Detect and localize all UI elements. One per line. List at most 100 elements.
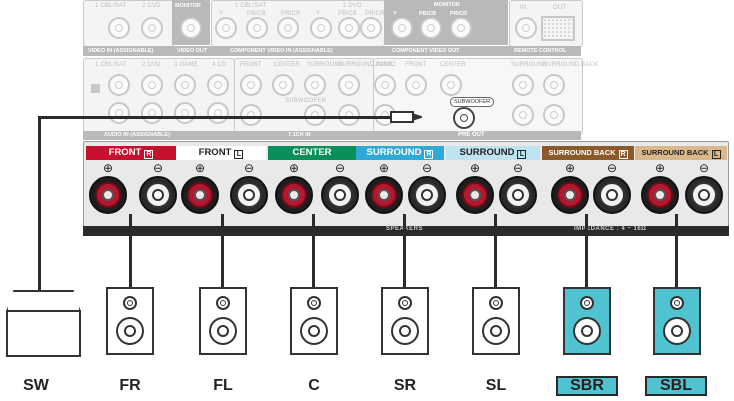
- component-sub-5: PB/CB: [338, 11, 358, 17]
- ch71-jack-7: [338, 104, 360, 126]
- ch71-jack-3: [304, 74, 326, 96]
- channel-box-r: R: [424, 150, 434, 159]
- minus-icon: ⊖: [334, 161, 346, 175]
- terminal-front-l-minus: [230, 176, 268, 214]
- channel-label-center: CENTER: [268, 146, 356, 160]
- video-in-jack-1: [108, 17, 130, 39]
- audio-in-box: [83, 58, 235, 135]
- video-in-label-1: 1 CBL/SAT: [95, 3, 127, 9]
- channel-box-l: L: [234, 150, 244, 159]
- audio-jack-4: [207, 74, 229, 96]
- wire-c: [312, 214, 315, 288]
- component-jack-6: [360, 17, 382, 39]
- ch71-jack-4: [338, 74, 360, 96]
- terminal-front-l-plus: [181, 176, 219, 214]
- monitor-jack-3: [450, 17, 472, 39]
- terminal-bar-footer: [83, 226, 729, 236]
- component-sub-6: PR/CR: [365, 11, 385, 17]
- monitor-sub-1: Y: [393, 11, 397, 17]
- component-sub-2: PB/CB: [247, 11, 267, 17]
- ch71-jack-2: [272, 74, 294, 96]
- minus-icon: ⊖: [606, 161, 618, 175]
- channel-box-l: L: [711, 150, 721, 159]
- channel-name: SURROUND BACK: [548, 148, 616, 157]
- audio-in-assign-label: AUDIO IN (ASSIGNABLE): [104, 132, 170, 138]
- channel-box-r: R: [144, 150, 154, 159]
- terminal-surround-l-plus: [456, 176, 494, 214]
- terminal-surround-r-minus: [408, 176, 446, 214]
- rear-label-bar: [83, 46, 581, 56]
- sub-cable-vertical: [38, 116, 41, 292]
- preout-jack-2: [440, 74, 462, 96]
- channel-name: CENTER: [292, 147, 332, 158]
- monitor-jack-2: [420, 17, 442, 39]
- component-jack-2: [246, 17, 268, 39]
- audio-in-label-4: 4 CD: [212, 62, 227, 68]
- remote-out-label: OUT: [553, 5, 567, 11]
- monitor-jack-1: [391, 17, 413, 39]
- plus-icon: ⊕: [654, 161, 666, 175]
- channel-name: FRONT: [198, 147, 232, 158]
- speaker-sl-icon: [472, 287, 520, 355]
- remote-in-jack: [515, 17, 537, 39]
- terminal-center-plus: [275, 176, 313, 214]
- plus-icon: ⊕: [102, 161, 114, 175]
- ch71-label-4: SURROUND BACK: [338, 62, 394, 68]
- subwoofer-body: [6, 310, 81, 357]
- audio-in-label-1: 1 CBL/SAT: [95, 62, 127, 68]
- zone2-jack-1: [374, 74, 396, 96]
- video-out-label: VIDEO OUT: [177, 48, 208, 54]
- wire-sbr: [585, 214, 588, 288]
- channel-name: SURROUND: [459, 147, 515, 158]
- video-out-label-monitor: MONITOR: [175, 3, 201, 9]
- speaker-label-sw: SW: [23, 377, 49, 394]
- minus-icon: ⊖: [421, 161, 433, 175]
- sub-cable-horizontal: [38, 116, 394, 119]
- impedance-label: IMPEDANCE : 4 ~ 16Ω: [574, 226, 647, 232]
- speaker-fl-icon: [199, 287, 247, 355]
- plus-icon: ⊕: [564, 161, 576, 175]
- terminal-surround-back-r-plus: [551, 176, 589, 214]
- preout-label-3: SURROUND: [511, 62, 548, 68]
- audio-jack-5: [108, 102, 130, 124]
- channel-box-l: L: [517, 150, 527, 159]
- wire-fr: [129, 214, 132, 288]
- audio-jack-3: [174, 74, 196, 96]
- audio-in-label-3: 3 GAME: [174, 62, 198, 68]
- audio-l-badge: [91, 84, 100, 93]
- speaker-sbr-icon: [563, 287, 611, 355]
- ch71-in-label: 7.1CH IN: [288, 132, 311, 138]
- ch71-jack-6: [304, 104, 326, 126]
- speaker-sr-icon: [381, 287, 429, 355]
- audio-jack-8: [207, 102, 229, 124]
- minus-icon: ⊖: [243, 161, 255, 175]
- component-label-2: 2 DVD: [343, 3, 362, 9]
- channel-name: FRONT: [108, 147, 142, 158]
- remote-control-label: REMOTE CONTROL: [514, 48, 567, 54]
- preout-jack-6: [543, 104, 565, 126]
- terminal-front-r-minus: [139, 176, 177, 214]
- preout-label-4: SURROUND BACK: [543, 62, 599, 68]
- speaker-label-fl: FL: [213, 377, 233, 394]
- minus-icon: ⊖: [512, 161, 524, 175]
- speaker-label-sl: SL: [485, 377, 507, 394]
- terminal-surround-back-l-minus: [685, 176, 723, 214]
- terminal-surround-l-minus: [499, 176, 537, 214]
- speaker-fr-icon: [106, 287, 154, 355]
- speaker-label-sbl: SBL: [645, 376, 707, 396]
- speaker-label-sr: SR: [393, 377, 417, 394]
- plus-icon: ⊕: [469, 161, 481, 175]
- minus-icon: ⊖: [152, 161, 164, 175]
- audio-jack-6: [141, 102, 163, 124]
- terminal-center-minus: [321, 176, 359, 214]
- video-in-jack-2: [141, 17, 163, 39]
- ch71-label-2: CENTER: [274, 62, 300, 68]
- ch71-subwoofer-label: SUBWOOFER: [285, 98, 327, 104]
- ch71-jack-5: [240, 104, 262, 126]
- component-jack-4: [310, 17, 332, 39]
- audio-in-label-2: 2 DVD: [142, 62, 161, 68]
